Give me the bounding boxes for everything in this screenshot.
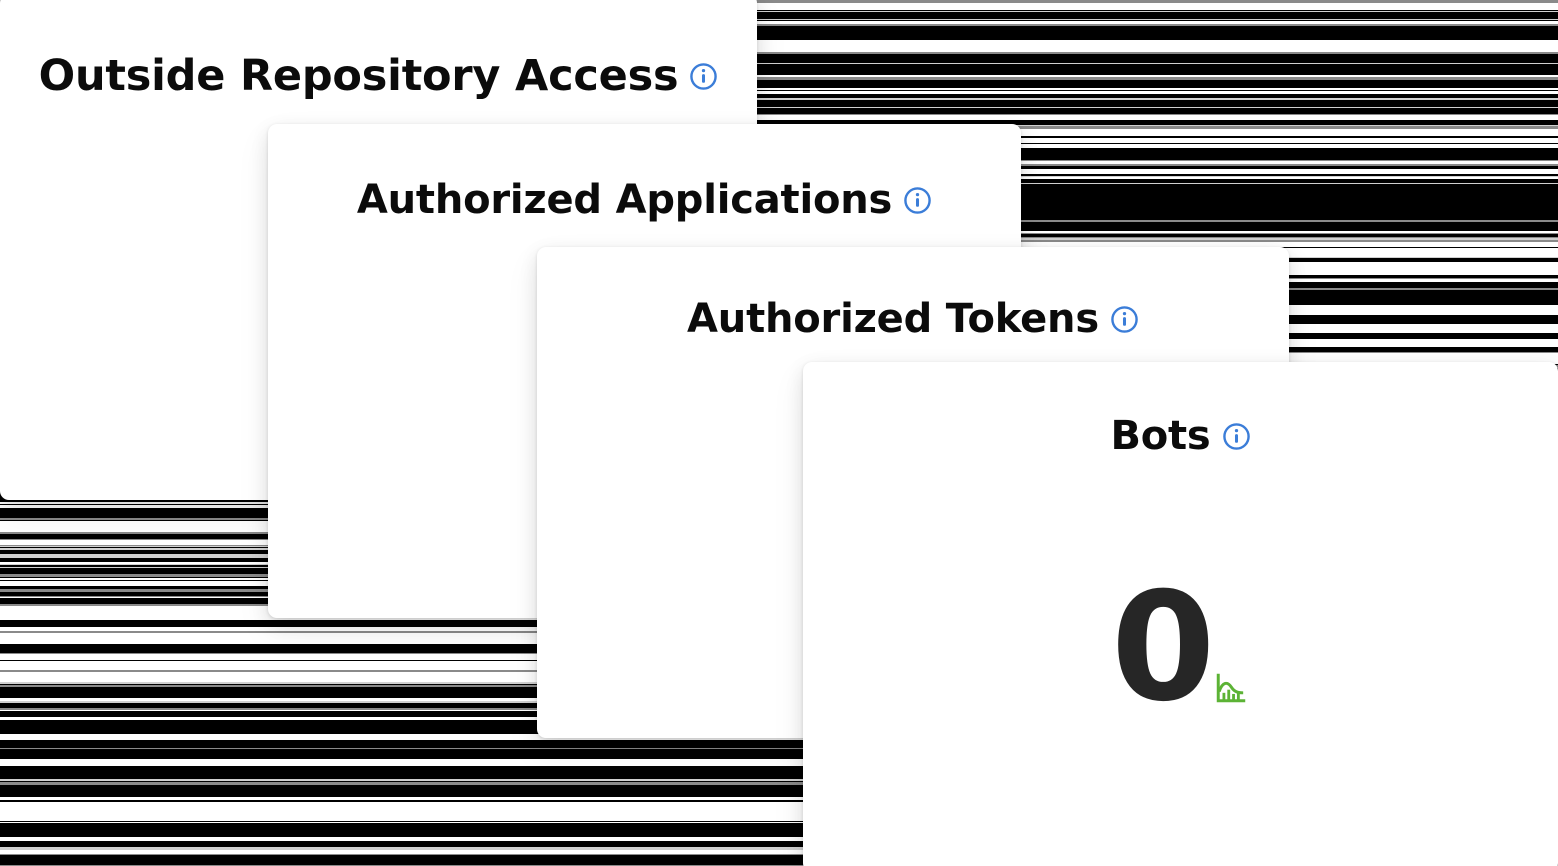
card-title: Bots [1110,413,1211,459]
card-header: Outside Repository Access [0,52,757,100]
metric-value: 0 [1111,561,1215,735]
card-header: Bots [803,412,1558,460]
info-circle-icon[interactable] [903,186,932,215]
card-title: Authorized Tokens [687,296,1099,342]
info-circle-icon[interactable] [1222,422,1251,451]
card-title: Outside Repository Access [38,50,679,101]
card-title: Authorized Applications [356,177,893,223]
metric-value-row: 0 [1111,561,1248,735]
metric-card-bots[interactable]: Bots 0 [803,362,1558,866]
info-circle-icon[interactable] [689,62,718,91]
bar-line-chart-icon[interactable] [1214,671,1248,713]
info-circle-icon[interactable] [1110,305,1139,334]
card-header: Authorized Tokens [537,295,1289,343]
card-header: Authorized Applications [268,176,1021,224]
